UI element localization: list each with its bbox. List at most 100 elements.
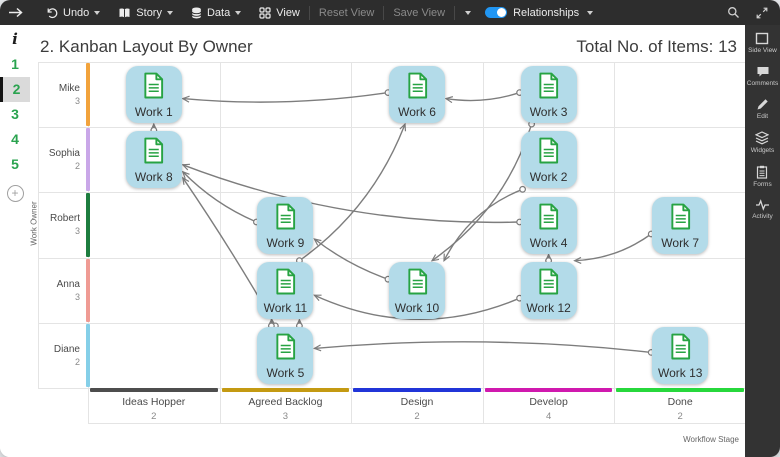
document-icon <box>671 203 690 229</box>
work-item-card[interactable]: Work 2 <box>520 131 577 189</box>
sidebar-item-comments[interactable]: Comments <box>747 65 778 87</box>
grid-line-horizontal <box>38 322 745 324</box>
toolbar-separator <box>308 5 310 20</box>
work-item-label: Work 11 <box>263 300 308 315</box>
data-caret-icon[interactable] <box>235 10 242 15</box>
page-tab-2[interactable]: 2 <box>0 77 30 102</box>
column-label-separator <box>482 388 484 423</box>
relationship-line <box>314 341 652 354</box>
data-label: Data <box>206 6 231 19</box>
row-count: 2 <box>74 161 80 172</box>
document-icon <box>407 72 427 99</box>
work-item-card[interactable]: Work 12 <box>520 261 577 319</box>
expand-icon[interactable] <box>756 7 768 19</box>
row-name: Sophia <box>48 148 80 160</box>
work-item-card[interactable]: Work 1 <box>125 66 182 124</box>
page-title: 2. Kanban Layout By Owner <box>40 37 253 56</box>
relationship-line <box>575 233 652 261</box>
column-name: Done <box>667 396 693 408</box>
grid-line-horizontal <box>38 62 745 63</box>
data-button[interactable]: Data <box>182 0 250 25</box>
add-page-button[interactable]: + <box>6 185 24 202</box>
row-name: Anna <box>56 278 80 290</box>
row-count: 3 <box>74 96 80 107</box>
row-color-bar <box>86 323 90 387</box>
relationship-line <box>183 172 257 223</box>
view-button[interactable]: View <box>250 0 309 25</box>
undo-icon <box>46 7 58 19</box>
column-count: 4 <box>545 411 552 422</box>
story-info-icon[interactable]: i <box>12 30 18 48</box>
total-items-label: Total No. of Items: 13 <box>576 37 737 56</box>
document-icon <box>276 268 295 295</box>
x-axis-label: Workflow Stage <box>683 435 739 444</box>
row-color-bar <box>86 63 90 127</box>
work-item-card[interactable]: Work 8 <box>125 131 182 189</box>
work-item-card[interactable]: Work 13 <box>652 326 709 384</box>
page-tab-1[interactable]: 1 <box>11 56 19 72</box>
column-name: Agreed Backlog <box>248 396 323 408</box>
sidebar-item-forms[interactable]: Forms <box>753 165 772 188</box>
work-item-card[interactable]: Work 7 <box>652 196 709 254</box>
row-color-bar <box>86 258 90 322</box>
search-icon[interactable] <box>727 6 740 19</box>
page-tab-5[interactable]: 5 <box>11 156 19 172</box>
data-icon <box>191 7 202 19</box>
relationship-line <box>446 91 520 101</box>
row-count: 2 <box>74 356 80 367</box>
kanban-canvas: 2. Kanban Layout By Owner Total No. of I… <box>30 25 745 457</box>
relationship-line <box>444 188 523 260</box>
work-item-card[interactable]: Work 3 <box>520 66 577 124</box>
forms-label: Forms <box>753 181 772 188</box>
column-name: Develop <box>529 396 568 408</box>
document-icon <box>144 137 164 164</box>
grid-line-horizontal <box>38 257 745 259</box>
work-item-label: Work 2 <box>529 170 568 185</box>
work-item-label: Work 8 <box>134 170 173 185</box>
grid-line-vertical <box>614 62 616 388</box>
work-item-card[interactable]: Work 4 <box>520 196 577 254</box>
undo-caret-icon[interactable] <box>94 10 101 15</box>
work-item-card[interactable]: Work 10 <box>389 261 445 319</box>
document-icon <box>539 72 559 99</box>
work-item-label: Work 12 <box>526 300 571 315</box>
column-label: Ideas Hopper 2 <box>88 396 220 422</box>
back-arrow-icon[interactable] <box>8 7 23 18</box>
work-item-card[interactable]: Work 11 <box>257 261 314 319</box>
work-item-label: Work 13 <box>657 365 703 380</box>
reset-view-button[interactable]: Reset View <box>310 0 383 25</box>
grid-line-horizontal <box>38 127 745 129</box>
page-tab-4[interactable]: 4 <box>11 131 19 147</box>
relationships-toggle[interactable] <box>485 7 508 18</box>
column-name: Design <box>400 396 434 408</box>
column-count: 2 <box>151 411 157 422</box>
undo-button[interactable]: Undo <box>37 0 109 25</box>
relationships-caret-icon[interactable] <box>587 10 594 15</box>
sidebar-item-edit[interactable]: Edit <box>756 98 769 120</box>
work-item-card[interactable]: Work 5 <box>257 326 314 384</box>
work-item-card[interactable]: Work 9 <box>257 196 314 254</box>
column-label-separator <box>88 388 89 423</box>
column-name: Ideas Hopper <box>122 396 186 408</box>
side-view-label: Side View <box>748 47 777 54</box>
relationship-line <box>183 91 389 103</box>
page-tab-3[interactable]: 3 <box>11 106 19 122</box>
sidebar-item-activity[interactable]: Activity <box>752 199 773 220</box>
comments-icon <box>756 65 770 78</box>
story-button[interactable]: Story <box>109 0 182 25</box>
column-color-bar <box>484 388 613 392</box>
story-caret-icon[interactable] <box>166 10 173 15</box>
edit-icon <box>756 98 769 111</box>
reset-view-label: Reset View <box>318 6 375 19</box>
view-options-caret-icon[interactable] <box>465 10 472 15</box>
sidebar-item-side-view[interactable]: Side View <box>748 32 777 54</box>
activity-icon <box>755 199 770 211</box>
column-count: 2 <box>677 411 683 422</box>
row-name: Robert <box>49 213 80 225</box>
work-item-label: Work 10 <box>394 300 440 315</box>
work-item-card[interactable]: Work 6 <box>389 66 445 124</box>
sidebar-item-widgets[interactable]: Widgets <box>751 131 774 154</box>
save-view-button[interactable]: Save View <box>384 0 454 25</box>
